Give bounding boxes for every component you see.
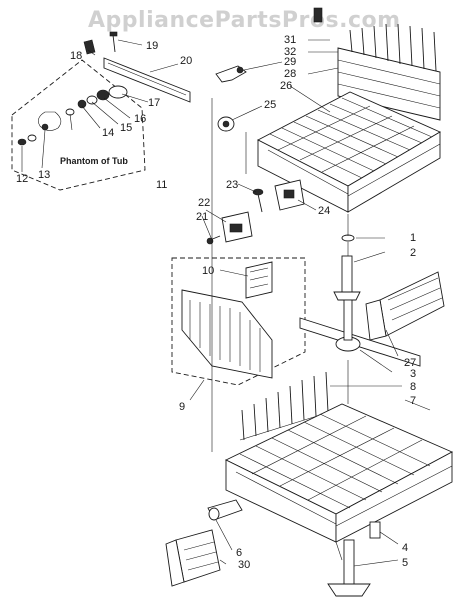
part-number-24: 24 — [318, 205, 330, 217]
tub-phantom-parts — [17, 108, 75, 146]
rack-bracket — [274, 179, 305, 211]
lower-spray-arm — [299, 299, 421, 367]
shelf-clip — [313, 7, 323, 23]
spray-tower-base — [327, 539, 371, 597]
part-number-18: 18 — [70, 50, 82, 62]
part-number-13: 13 — [38, 169, 50, 181]
part-number-25: 25 — [264, 99, 276, 111]
part-number-2: 2 — [410, 247, 416, 259]
part-number-26: 26 — [280, 80, 292, 92]
part-number-15: 15 — [120, 122, 132, 134]
rack-stop — [217, 116, 235, 132]
bracket-plate — [221, 211, 253, 243]
spray-feed-tube — [333, 255, 361, 301]
silverware-basket-cover — [245, 261, 273, 299]
part-number-32: 32 — [284, 46, 296, 58]
bracket-screw-lower — [206, 235, 221, 245]
part-number-3: 3 — [410, 368, 416, 380]
part-number-8: 8 — [410, 381, 416, 393]
part-number-30: 30 — [238, 559, 250, 571]
upper-rack — [257, 91, 441, 213]
part-number-27: 27 — [404, 357, 416, 369]
part-number-7: 7 — [410, 395, 416, 407]
part-number-23: 23 — [226, 179, 238, 191]
side-utensil-basket — [365, 271, 445, 341]
part-number-16: 16 — [134, 113, 146, 125]
part-number-21: 21 — [196, 211, 208, 223]
part-number-22: 22 — [198, 197, 210, 209]
part-number-29: 29 — [284, 56, 296, 68]
rack-roller-part — [207, 499, 243, 521]
spray-tower-coupling — [369, 521, 381, 539]
part-number-14: 14 — [102, 127, 114, 139]
part-number-20: 20 — [180, 55, 192, 67]
part-number-31: 31 — [284, 34, 296, 46]
lower-rack — [224, 403, 454, 543]
part-number-6: 6 — [236, 547, 242, 559]
watermark-logo: AppliancePartsPros.com — [88, 8, 401, 33]
part-number-17: 17 — [148, 97, 160, 109]
part-number-10: 10 — [202, 265, 214, 277]
silverware-basket — [181, 289, 273, 379]
lower-rack-tines — [239, 371, 331, 441]
part-number-1: 1 — [410, 232, 416, 244]
utensil-caddy — [165, 529, 221, 587]
track-screw — [109, 31, 118, 53]
part-number-4: 4 — [402, 542, 408, 554]
part-number-19: 19 — [146, 40, 158, 52]
track-end-cap — [83, 39, 96, 55]
part-number-12: 12 — [16, 173, 28, 185]
rack-track — [103, 57, 191, 103]
part-number-9: 9 — [179, 401, 185, 413]
tub-phantom-boundary — [11, 59, 146, 191]
phantom-of-tub-caption: Phantom of Tub — [60, 156, 128, 166]
wheel-assembly — [77, 85, 128, 109]
bracket-screw-upper — [252, 188, 264, 213]
part-number-28: 28 — [284, 68, 296, 80]
part-number-5: 5 — [402, 557, 408, 569]
part-number-11: 11 — [156, 179, 167, 191]
rack-clip — [215, 65, 247, 83]
